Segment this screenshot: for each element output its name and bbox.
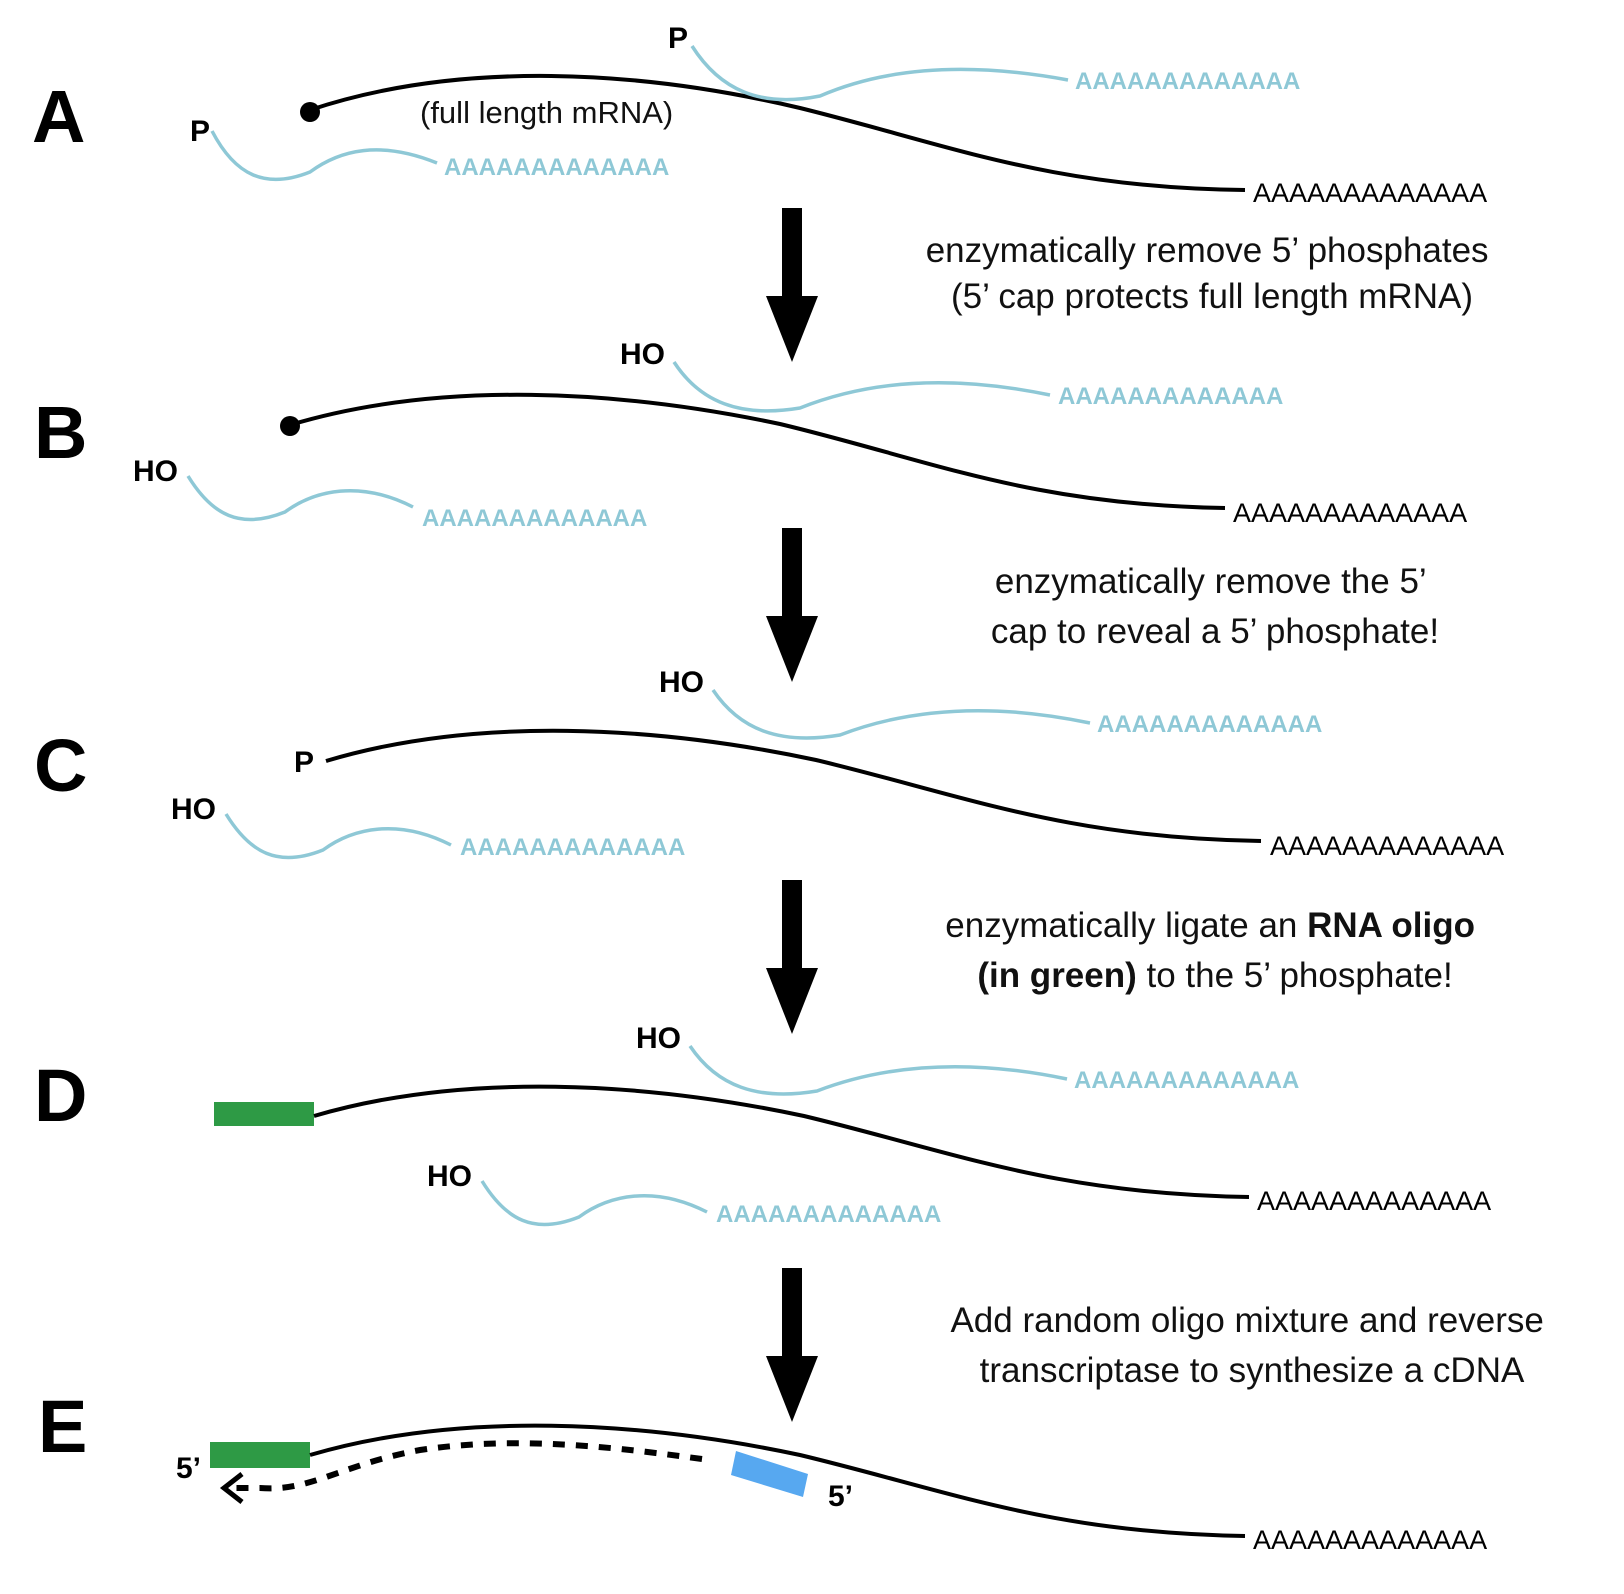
fragment-poly-a-tail: AAAAAAAAAAAAA (1074, 1067, 1299, 1094)
panel-label-d: D (34, 1054, 87, 1137)
arrow-down-icon (766, 616, 818, 682)
rna-oligo-block (210, 1442, 310, 1468)
mrna-poly-a-tail: AAAAAAAAAAAAA (1253, 178, 1487, 208)
full-length-mrna-strand (325, 728, 1262, 843)
step-arrow-4 (766, 1268, 818, 1422)
primer-5prime-label: 5’ (828, 1480, 853, 1513)
fragment-strand (688, 1045, 1068, 1096)
fragment-5prime-end: HO (427, 1160, 472, 1193)
oligo-5prime-label: 5’ (176, 1452, 201, 1485)
arrow-down-icon (766, 968, 818, 1034)
panel-label-e: E (38, 1385, 87, 1468)
cdna-synthesis-path (226, 1440, 703, 1492)
random-primer-block (731, 1451, 808, 1497)
arrow-down-icon (766, 1356, 818, 1422)
step-2-caption: enzymatically remove the 5’ cap to revea… (991, 562, 1439, 651)
full-length-mrna-strand (309, 73, 1246, 192)
fragment-strand (480, 1180, 708, 1227)
arrow-shaft (782, 208, 802, 300)
fragment-strand (711, 689, 1091, 740)
fragment-strand (672, 361, 1051, 413)
full-length-mrna-strand (313, 1084, 1250, 1199)
fragment-strand (224, 813, 452, 860)
fragment-strand (186, 475, 414, 522)
full-length-mrna-strand (289, 392, 1226, 510)
panel-label-b: B (34, 391, 87, 474)
mrna-poly-a-tail: AAAAAAAAAAAAA (1270, 831, 1504, 861)
fragment-5prime-end: P (668, 22, 688, 55)
step-4-caption: Add random oligo mixture and reverse tra… (950, 1301, 1553, 1390)
fragment-5prime-end: HO (659, 666, 704, 699)
fragment-strand (690, 45, 1069, 102)
fragment-poly-a-tail: AAAAAAAAAAAAA (422, 505, 647, 532)
fragment-5prime-end: P (190, 115, 210, 148)
step-arrow-3 (766, 880, 818, 1034)
fragment-poly-a-tail: AAAAAAAAAAAAA (1097, 711, 1322, 738)
panel-c: C P AAAAAAAAAAAAA HO AAAAAAAAAAAAA HO AA… (34, 666, 1504, 861)
arrow-left-icon (219, 1472, 244, 1504)
arrow-shaft (782, 528, 802, 620)
step-1-caption: enzymatically remove 5’ phosphates (5’ c… (926, 231, 1499, 316)
fragment-5prime-end: HO (620, 338, 665, 371)
panel-label-c: C (34, 724, 87, 807)
mrna-5prime-phosphate: P (294, 746, 314, 779)
panel-b: B AAAAAAAAAAAAA HO AAAAAAAAAAAAA HO AAAA… (34, 338, 1467, 532)
cap-icon (280, 416, 300, 436)
mrna-poly-a-tail: AAAAAAAAAAAAA (1257, 1186, 1491, 1216)
fragment-5prime-end: HO (636, 1022, 681, 1055)
fragment-poly-a-tail: AAAAAAAAAAAAA (716, 1201, 941, 1228)
full-length-mrna-strand (309, 1423, 1246, 1538)
step-arrow-1 (766, 208, 818, 362)
arrow-shaft (782, 1268, 802, 1360)
step-3-caption: enzymatically ligate an RNA oligo (in gr… (945, 906, 1484, 995)
fragment-5prime-end: HO (171, 793, 216, 826)
fragment-poly-a-tail: AAAAAAAAAAAAA (1075, 68, 1300, 95)
mrna-poly-a-tail: AAAAAAAAAAAAA (1233, 498, 1467, 528)
panel-label-a: A (32, 75, 85, 158)
arrow-shaft (782, 880, 802, 972)
step-arrow-2 (766, 528, 818, 682)
mrna-poly-a-tail: AAAAAAAAAAAAA (1253, 1525, 1487, 1555)
fragment-strand (210, 130, 438, 182)
fragment-5prime-end: HO (133, 455, 178, 488)
rna-oligo-block (214, 1102, 314, 1126)
panel-a: A (full length mRNA) AAAAAAAAAAAAA P AAA… (32, 22, 1487, 208)
fragment-poly-a-tail: AAAAAAAAAAAAA (460, 834, 685, 861)
fragment-poly-a-tail: AAAAAAAAAAAAA (444, 154, 669, 181)
fragment-poly-a-tail: AAAAAAAAAAAAA (1058, 383, 1283, 410)
panel-d: D AAAAAAAAAAAAA HO AAAAAAAAAAAAA HO AAAA… (34, 1022, 1491, 1228)
panel-e: E 5’ AAAAAAAAAAAAA 5’ (38, 1385, 1487, 1555)
cap-icon (300, 102, 320, 122)
arrow-down-icon (766, 296, 818, 362)
full-length-mrna-note: (full length mRNA) (420, 95, 673, 130)
